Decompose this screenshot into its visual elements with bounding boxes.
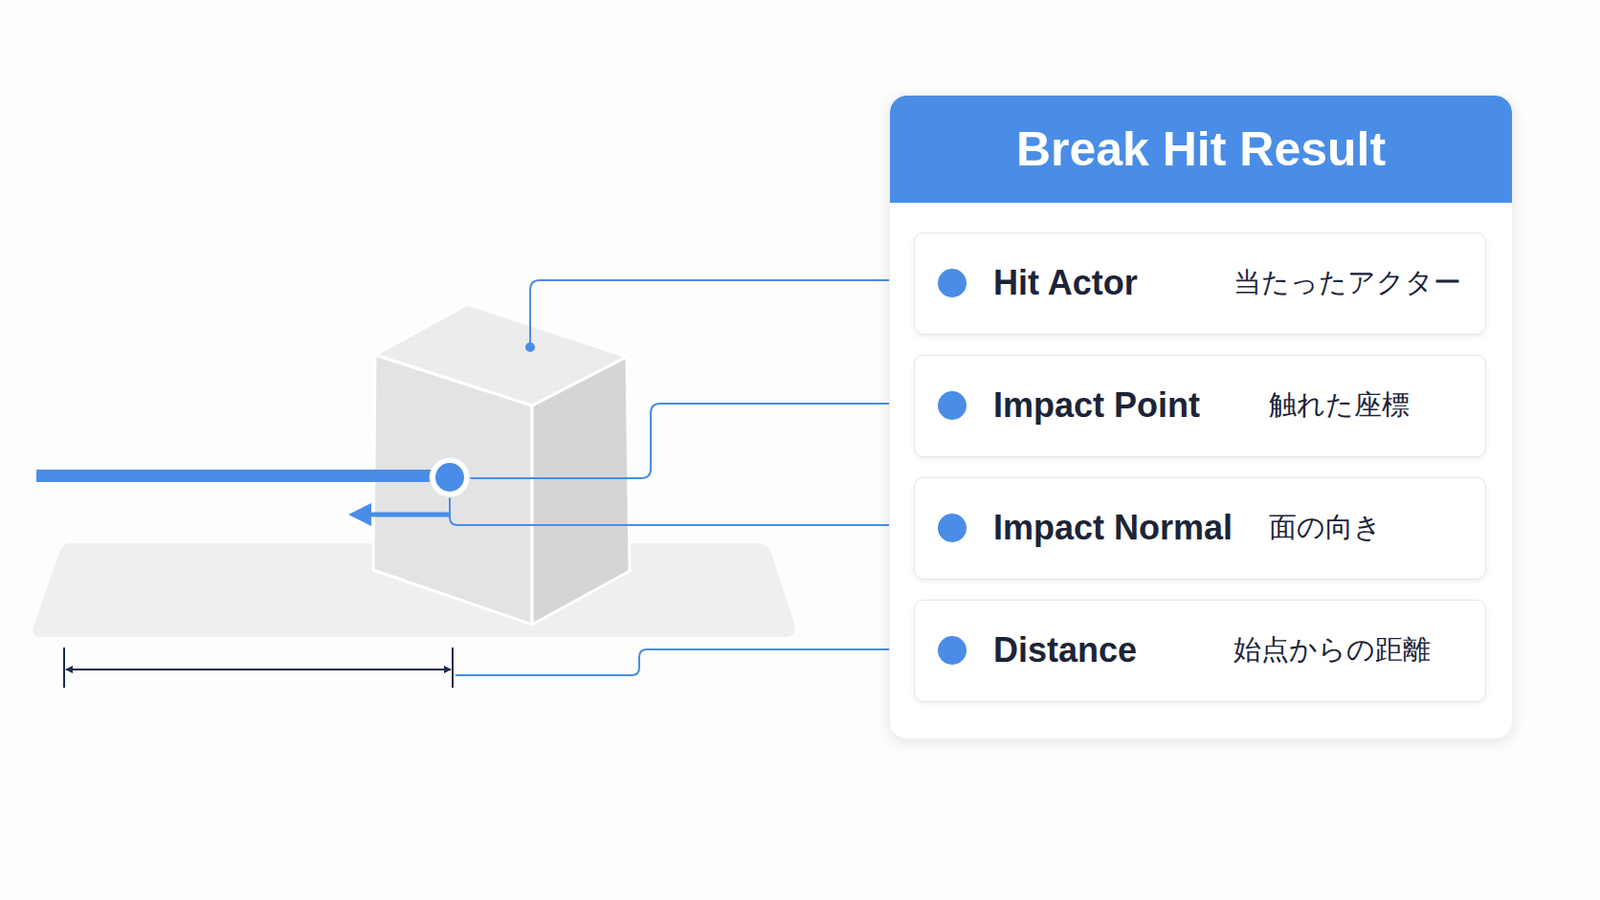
- field-name: Impact Normal: [993, 508, 1233, 549]
- bullet-dot: [937, 391, 967, 421]
- field-description: 触れた座標: [1268, 386, 1410, 425]
- hit-point-core: [435, 463, 465, 492]
- field-description: 面の向き: [1268, 509, 1382, 548]
- field-row: Impact Point 触れた座標: [913, 355, 1487, 458]
- leader-ends: [525, 275, 917, 655]
- field-description: 当たったアクター: [1233, 264, 1462, 303]
- leader-lines: [449, 280, 909, 676]
- bullet-dot: [937, 513, 967, 543]
- field-name: Distance: [993, 630, 1137, 671]
- distance-dimension: [64, 647, 453, 689]
- field-row: Impact Normal 面の向き: [913, 477, 1487, 580]
- trace-ray: [36, 469, 448, 483]
- bullet-dot: [937, 636, 967, 666]
- result-panel: Break Hit ResultHit Actor 当たったアクター Impact …: [888, 94, 1513, 740]
- bullet-dot: [937, 268, 967, 298]
- field-description: 始点からの距離: [1233, 631, 1431, 670]
- hit-point: [429, 457, 470, 498]
- field-name: Impact Point: [993, 385, 1200, 426]
- field-name: Hit Actor: [993, 263, 1138, 304]
- normal-arrow: [348, 503, 450, 527]
- panel-title: Break Hit Result: [889, 95, 1512, 203]
- cube: [373, 304, 630, 625]
- field-row: Hit Actor 当たったアクター: [913, 232, 1487, 335]
- field-row: Distance 始点からの距離: [913, 600, 1487, 703]
